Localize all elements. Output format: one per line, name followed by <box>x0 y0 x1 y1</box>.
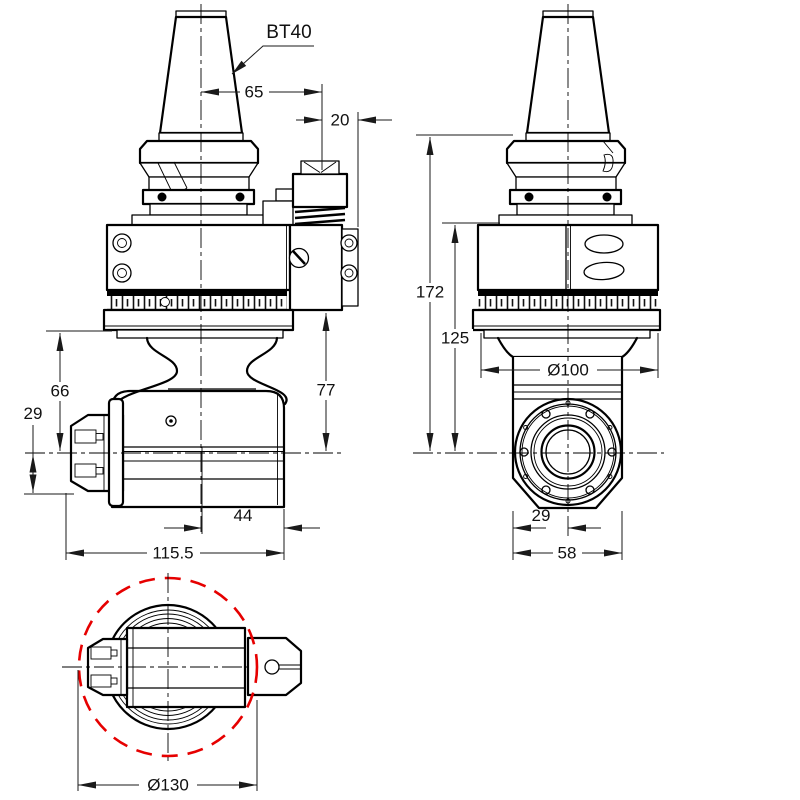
lower-flange-side <box>471 308 662 359</box>
angle-head-front <box>69 336 288 509</box>
dim-44-label: 44 <box>234 506 253 525</box>
block-hole <box>264 659 280 675</box>
dim-172-label: 172 <box>416 283 444 302</box>
spindle-cap-plate <box>107 397 125 508</box>
dim-125-label: 125 <box>441 329 469 348</box>
bt40-shank-side <box>498 10 633 226</box>
front-view <box>69 10 359 509</box>
dim-29-side-label: 29 <box>532 506 551 525</box>
neck-right <box>245 336 288 406</box>
neck-transition <box>496 336 639 359</box>
taper-label: BT40 <box>266 22 311 43</box>
label-bt40: BT40 <box>231 22 314 75</box>
head-housing-bottom <box>125 626 247 709</box>
dim-115-5: 115.5 <box>65 493 285 563</box>
dim-29-side: 29 <box>512 506 601 560</box>
vernier-mark <box>160 297 170 307</box>
dim-66-label: 66 <box>51 382 70 401</box>
neck-left <box>113 336 179 406</box>
v-notch <box>303 161 337 173</box>
side-view <box>471 10 662 510</box>
dim-115-5-label: 115.5 <box>152 544 193 563</box>
bt40-shank-front <box>131 10 266 226</box>
block-slot <box>279 664 301 670</box>
leader-arrowhead <box>232 60 247 74</box>
slot-ellipse <box>583 261 625 281</box>
stop-block-bottom <box>246 636 303 697</box>
dim-44: 44 <box>164 460 320 534</box>
key-detail <box>602 140 614 173</box>
lower-flange-front <box>102 308 295 339</box>
dimensions: BT40 65 20 77 66 <box>24 22 659 795</box>
dim-58: 58 <box>513 511 623 563</box>
dim-dia100: Ø100 <box>480 333 659 380</box>
dim-65: 65 <box>201 83 323 170</box>
dim-20: 20 <box>296 111 392 227</box>
dim-77-label: 77 <box>317 381 336 400</box>
dim-29-front-label: 29 <box>24 404 43 423</box>
pin-hole <box>165 415 177 427</box>
bottom-view <box>77 576 303 758</box>
graduated-ring-front <box>107 289 287 311</box>
dim-29-front: 29 <box>24 404 74 495</box>
dim-125: 125 <box>438 222 500 451</box>
slot-ellipse <box>584 234 624 254</box>
spring-coils <box>294 206 346 226</box>
dim-dia130: Ø130 <box>77 670 258 795</box>
stop-pin-assembly <box>262 160 349 226</box>
dim-dia130-label: Ø130 <box>147 776 189 795</box>
body-front <box>105 223 359 312</box>
dim-58-label: 58 <box>558 544 577 563</box>
dim-172: 172 <box>413 134 513 451</box>
dim-77: 77 <box>312 313 341 451</box>
dim-65-label: 65 <box>245 83 264 102</box>
dim-20-label: 20 <box>331 111 350 130</box>
dim-66: 66 <box>45 330 112 451</box>
dim-dia100-label: Ø100 <box>547 361 589 380</box>
